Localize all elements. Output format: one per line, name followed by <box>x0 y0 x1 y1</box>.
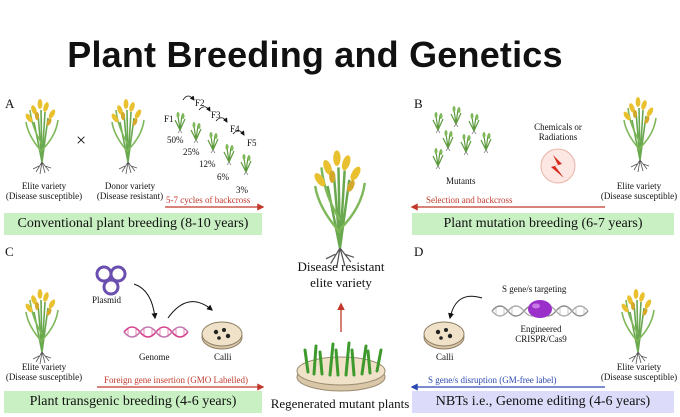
editing-to-calli-arrow <box>448 295 483 320</box>
panel-a-letter: A <box>5 96 15 111</box>
panel-c-letter: C <box>5 244 14 259</box>
conventional-breeding-label: Conventional plant breeding (8-10 years) <box>4 213 262 235</box>
elite-plant-b <box>621 96 657 173</box>
gene-disruption-label: S gene/s disruption (GM-free label) <box>428 375 557 385</box>
generation-f2: F2 <box>195 98 205 108</box>
panel-b-letter: B <box>414 96 423 111</box>
percent-25: 25% <box>183 147 200 157</box>
plasmid-label: Plasmid <box>92 295 122 305</box>
generation-f1: F1 <box>164 114 174 124</box>
panel-d-letter: D <box>414 244 424 259</box>
mutant-plants-b <box>432 105 492 170</box>
page-title: Plant Breeding and Genetics <box>67 34 563 75</box>
plasmid-to-genome-arrow <box>133 283 158 320</box>
radiation-icon <box>540 148 576 184</box>
selection-arrow-label: Selection and backcross <box>426 195 513 205</box>
calli-label-d: Calli <box>436 352 454 362</box>
percent-6: 6% <box>217 172 229 182</box>
donor-variety-a-label: Donor variety(Disease resistant) <box>96 181 164 201</box>
gene-targeting-label: S gene/s targeting <box>502 284 567 294</box>
elite-variety-c-label: Elite variety(Disease susceptible) <box>5 362 83 382</box>
percent-50: 50% <box>167 135 184 145</box>
elite-plant-d <box>619 288 655 365</box>
gene-insertion-label: Foreign gene insertion (GMO Labelled) <box>104 375 248 385</box>
generation-arrows-a <box>182 95 245 136</box>
calli-label-c: Calli <box>214 352 232 362</box>
genome-to-calli-arrow <box>167 301 213 319</box>
transgenic-breeding-label: Plant transgenic breeding (4-6 years) <box>4 391 262 413</box>
elite-variety-d-label: Elite variety(Disease susceptible) <box>600 362 678 382</box>
cas9-icon <box>528 300 552 318</box>
mutants-label: Mutants <box>446 176 476 186</box>
percent-3: 3% <box>236 185 248 195</box>
resistant-elite-plant <box>311 149 367 268</box>
elite-plant-c <box>23 288 59 365</box>
elite-variety-a-label: Elite variety(Disease susceptible) <box>5 181 83 201</box>
generation-f4: F4 <box>230 124 240 134</box>
genome-label: Genome <box>139 352 170 362</box>
regenerated-plants-label: Regenerated mutant plants <box>270 396 410 411</box>
generation-f5: F5 <box>247 138 257 148</box>
petri-dish-center <box>296 341 386 392</box>
backcross-arrow-label: 5-7 cycles of backcross <box>166 195 251 205</box>
calli-dish-c <box>201 321 243 350</box>
mutation-breeding-label: Plant mutation breeding (6-7 years) <box>412 213 674 235</box>
donor-plant-a <box>109 98 145 175</box>
cross-symbol: × <box>76 130 87 150</box>
genome-editing-label: NBTs i.e., Genome editing (4-6 years) <box>412 391 674 413</box>
elite-plant-a <box>23 98 59 175</box>
calli-dish-d <box>423 321 465 350</box>
plasmid-icon <box>95 265 127 296</box>
percent-12: 12% <box>199 159 216 169</box>
elite-variety-b-label: Elite variety(Disease susceptible) <box>600 181 678 201</box>
generation-f3: F3 <box>211 110 221 120</box>
genome-dna-icon <box>123 326 189 338</box>
